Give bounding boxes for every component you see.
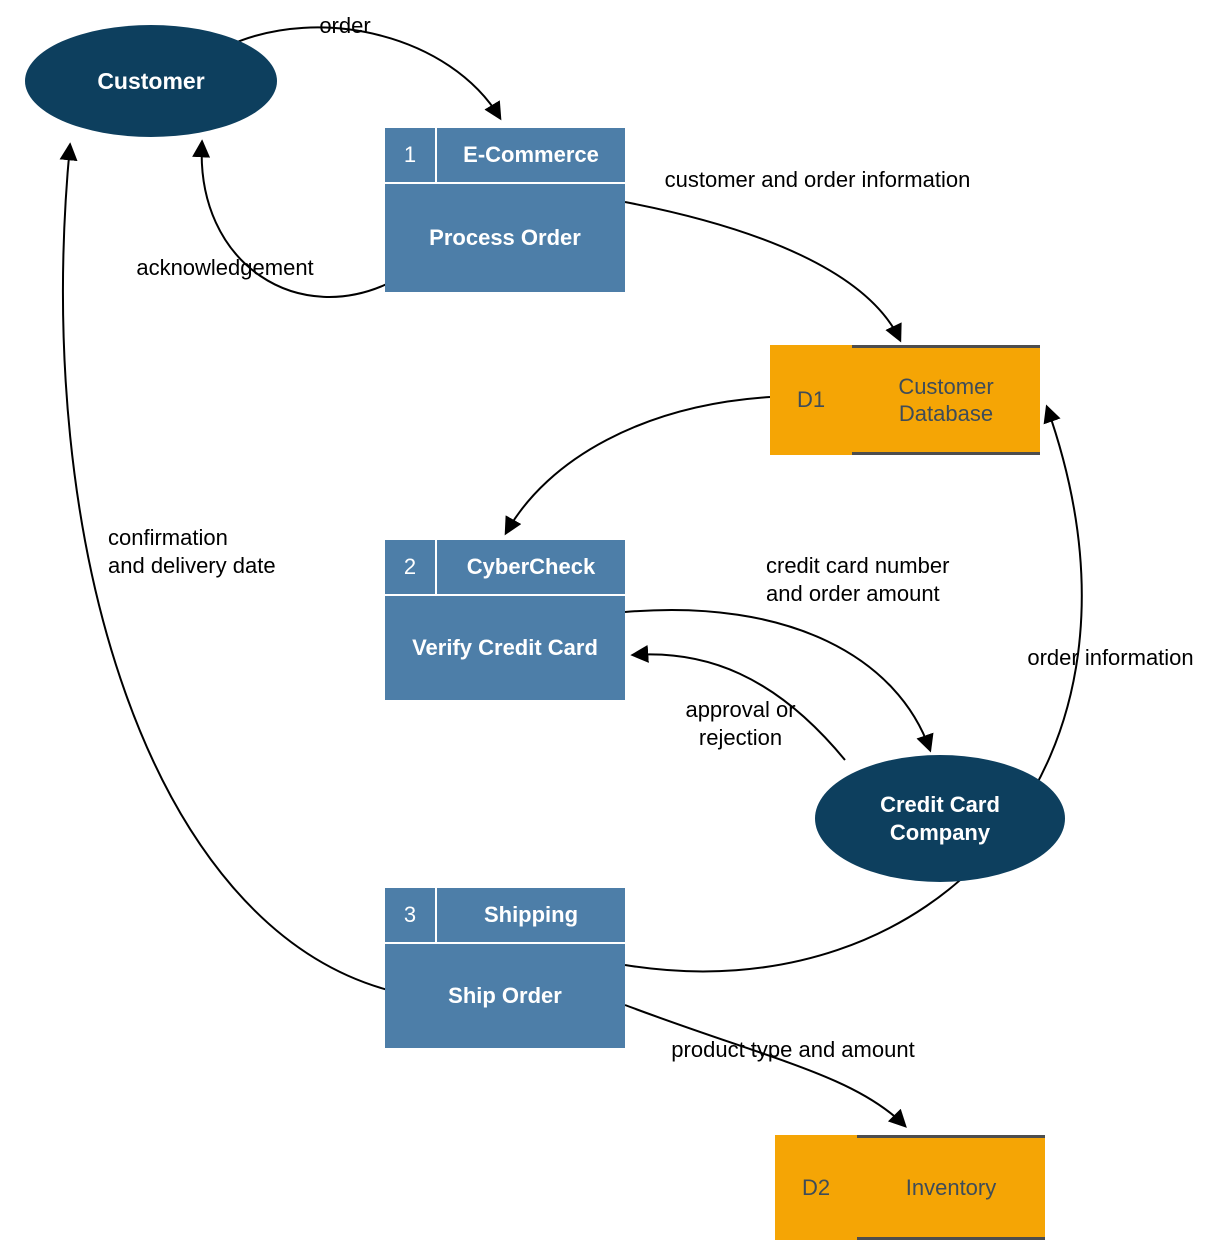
- flow-label-approval-line2: rejection: [698, 725, 783, 750]
- flow-cc-number-arrow: [624, 608, 934, 753]
- flow-label-product-type: product type and amount: [671, 1037, 915, 1062]
- process-2-system: CyberCheck: [466, 554, 596, 579]
- process-1-process-order: 1 E-Commerce Process Order: [385, 128, 625, 292]
- flow-label-approval-line1: approval or: [685, 697, 796, 722]
- process-3-header: 3 Shipping: [385, 888, 625, 944]
- process-1-name: Process Order: [429, 225, 581, 250]
- entity-customer-label: Customer: [97, 68, 205, 94]
- flow-label-cc-number: credit card number and order amount: [766, 552, 949, 608]
- process-1-number: 1: [385, 128, 437, 182]
- datastore-d1-name: Customer Database: [852, 345, 1040, 455]
- flow-label-cc-number-line2: and order amount: [766, 581, 940, 606]
- process-1-system: E-Commerce: [463, 142, 599, 167]
- flow-database-to-verify-arrow: [504, 396, 771, 536]
- flow-product-type-arrow: [624, 1004, 907, 1128]
- flow-label-order-information: order information: [1027, 645, 1194, 670]
- entity-credit-card-company: Credit Card Company: [815, 755, 1065, 882]
- datastore-d2-name-label: Inventory: [905, 1175, 997, 1200]
- entity-credit-card-company-line2: Company: [889, 819, 991, 845]
- flow-label-order: order: [319, 13, 371, 38]
- datastore-d2-name: Inventory: [857, 1135, 1045, 1240]
- flow-label-approval: approval or rejection: [648, 696, 833, 752]
- flow-customer-order-info-arrow: [624, 201, 902, 343]
- datastore-d1-customer-database: D1 Customer Database: [770, 345, 1040, 455]
- process-2-name: Verify Credit Card: [412, 635, 598, 660]
- datastore-d2-id: D2: [801, 1174, 831, 1200]
- process-3-number: 3: [385, 888, 437, 942]
- flow-label-acknowledgement: acknowledgement: [136, 255, 314, 280]
- flow-confirmation-arrow: [59, 142, 389, 991]
- flow-label-cc-number-line1: credit card number: [766, 553, 950, 578]
- flow-label-customer-order-info: customer and order information: [664, 167, 971, 192]
- datastore-d1-name-line1: Customer: [898, 374, 994, 399]
- process-2-verify-credit-card: 2 CyberCheck Verify Credit Card: [385, 540, 625, 700]
- process-2-header: 2 CyberCheck: [385, 540, 625, 596]
- process-1-header: 1 E-Commerce: [385, 128, 625, 184]
- flow-label-confirmation: confirmation and delivery date: [108, 524, 276, 580]
- flow-order-information-arrow: [624, 404, 1083, 973]
- datastore-d2-inventory: D2 Inventory: [775, 1135, 1045, 1240]
- process-3-system: Shipping: [483, 902, 579, 927]
- flow-acknowledgement-arrow: [192, 139, 396, 298]
- datastore-d1-id: D1: [796, 387, 826, 412]
- flow-label-confirmation-line2: and delivery date: [108, 553, 276, 578]
- datastore-d1-name-line2: Database: [898, 401, 994, 426]
- entity-credit-card-company-line1: Credit Card: [880, 791, 1000, 817]
- process-2-number: 2: [385, 540, 437, 594]
- entity-customer: Customer: [25, 25, 277, 137]
- flow-label-confirmation-line1: confirmation: [108, 525, 228, 550]
- flow-order-arrow: [229, 26, 502, 121]
- process-3-name: Ship Order: [448, 983, 562, 1008]
- flow-approval-arrow: [630, 644, 846, 761]
- process-3-ship-order: 3 Shipping Ship Order: [385, 888, 625, 1048]
